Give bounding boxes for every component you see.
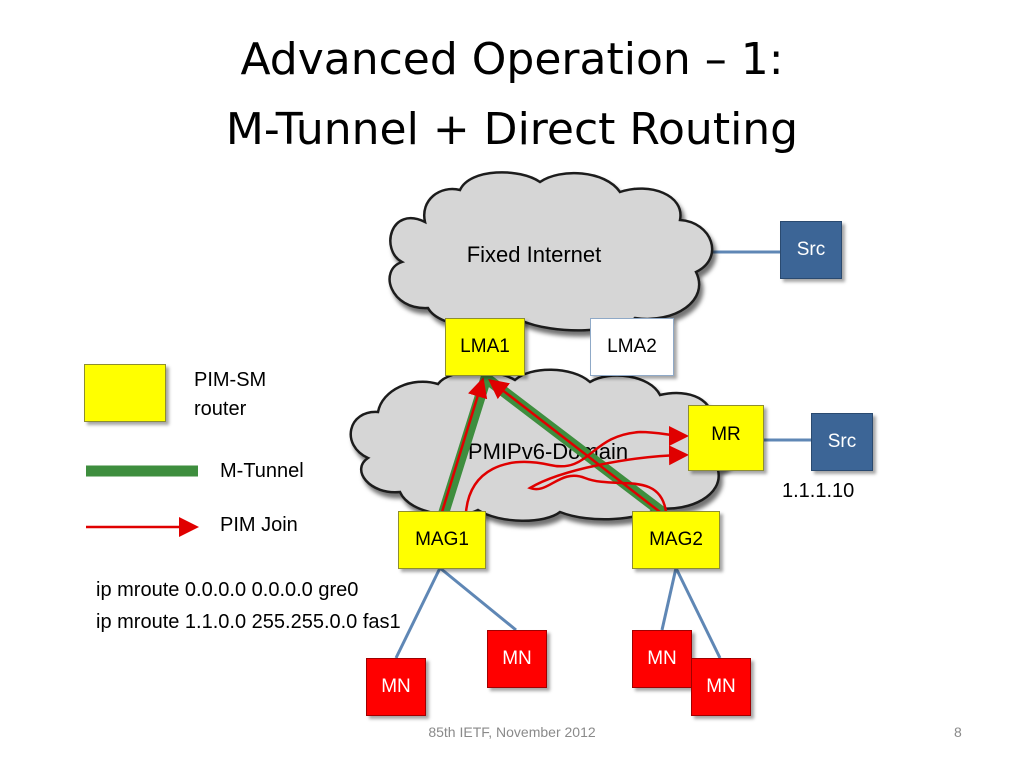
fixed-internet-label: Fixed Internet: [467, 242, 602, 267]
mag1-router: MAG1: [398, 511, 486, 569]
mn-node-4: MN: [691, 658, 751, 716]
mag1-label: MAG1: [415, 529, 469, 550]
lma2-label: LMA2: [607, 336, 657, 357]
mn-node-2: MN: [487, 630, 547, 688]
link-mag1-mn2: [439, 566, 517, 632]
mn-label-4: MN: [706, 676, 736, 697]
m-tunnel-lma1-mag1: [438, 372, 492, 518]
route-line-1: ip mroute 0.0.0.0 0.0.0.0 gre0: [96, 579, 359, 601]
mn-node-3: MN: [632, 630, 692, 688]
mag2-router: MAG2: [632, 511, 720, 569]
legend-pim-router-label-1: PIM-SM: [194, 369, 267, 391]
src-right: Src: [811, 413, 873, 471]
link-mag1-mn1: [394, 567, 442, 659]
pim-join-mag1-lma1: [440, 377, 488, 513]
legend-pim-join-label: PIM Join: [220, 514, 298, 536]
fixed-internet-cloud: [388, 171, 714, 332]
mn-label-2: MN: [502, 648, 532, 669]
slide-title-line2: M-Tunnel + Direct Routing: [225, 104, 799, 155]
src-top: Src: [780, 221, 842, 279]
legend-pim-router-swatch: [84, 364, 166, 422]
link-mag2-mn3: [660, 567, 678, 631]
mr-label: MR: [711, 424, 741, 445]
src-address: 1.1.1.10: [782, 480, 855, 502]
mr-router: MR: [688, 405, 764, 471]
pim-join-mag2-mr: [527, 445, 689, 513]
mn-label-1: MN: [381, 676, 411, 697]
lma1-router: LMA1: [445, 318, 525, 376]
slide-footer: 85th IETF, November 2012: [428, 724, 596, 740]
page-number: 8: [954, 724, 962, 740]
lma1-label: LMA1: [460, 336, 510, 357]
link-mag2-mn4: [674, 567, 722, 659]
pim-join-mag1-mr: [464, 425, 689, 513]
mag2-label: MAG2: [649, 529, 703, 550]
route-line-2: ip mroute 1.1.0.0 255.255.0.0 fas1: [96, 611, 401, 633]
legend-pim-router-label-2: router: [194, 398, 247, 420]
mn-label-3: MN: [647, 648, 677, 669]
src-right-label: Src: [827, 431, 857, 452]
slide-title-line1: Advanced Operation – 1:: [240, 34, 784, 85]
mn-node-1: MN: [366, 658, 426, 716]
legend-m-tunnel-label: M-Tunnel: [220, 460, 304, 482]
src-top-label: Src: [796, 239, 826, 260]
pim-join-mag2-lma1: [488, 378, 661, 513]
lma2-router: LMA2: [590, 318, 674, 376]
